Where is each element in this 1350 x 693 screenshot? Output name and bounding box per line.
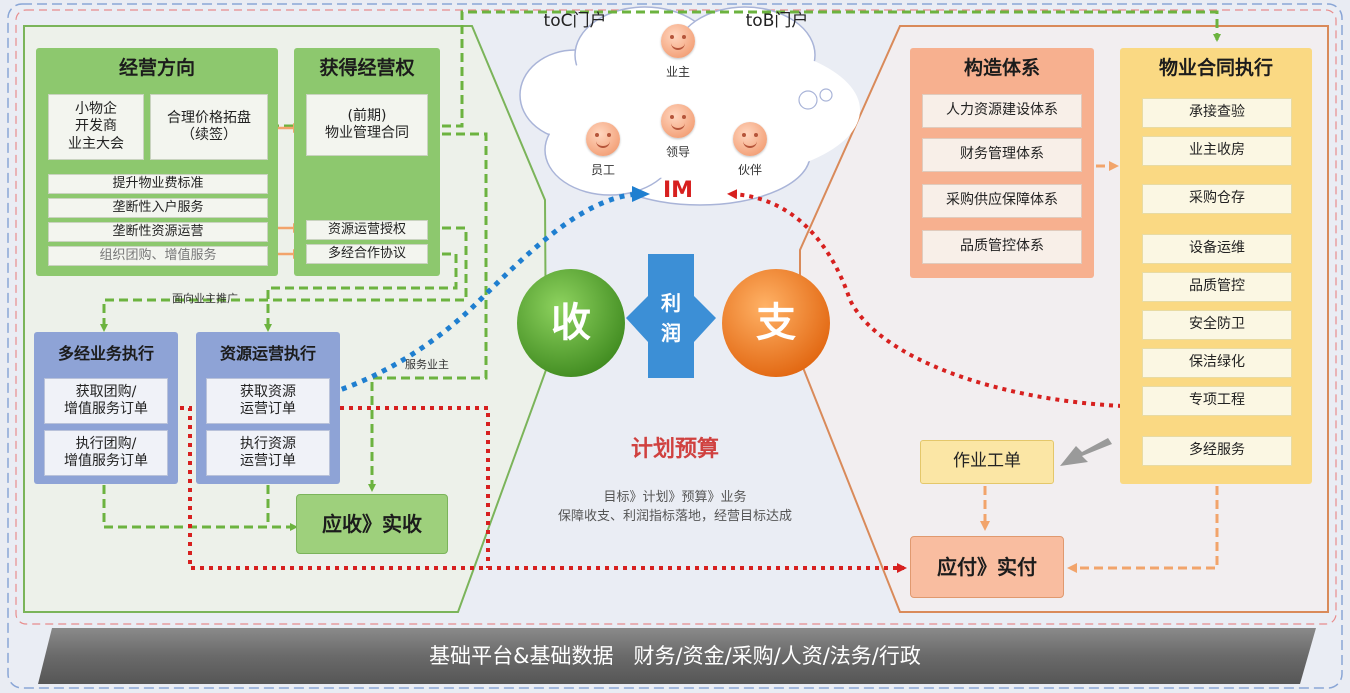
direction-item: 垄断性入户服务 <box>48 198 268 218</box>
platform-bar-label: 基础平台&基础数据 财务/资金/采购/人资/法务/行政 <box>429 643 921 668</box>
contract-exec-item: 多经服务 <box>1142 436 1292 466</box>
contract-exec-item: 承接查验 <box>1142 98 1292 128</box>
work-order-box: 作业工单 <box>920 440 1054 484</box>
system-title: 构造体系 <box>963 57 1040 80</box>
multi-title: 多经业务执行 <box>57 344 154 363</box>
toc-portal-label: toC门户 <box>543 11 607 32</box>
staff-label: 员工 <box>590 162 615 177</box>
payable-box: 应付》实付 <box>910 536 1064 598</box>
contract-exec-item: 业主收房 <box>1142 136 1292 166</box>
receivable-box: 应收》实收 <box>296 494 448 554</box>
expense-label: 支 <box>756 300 796 346</box>
leader-label: 领导 <box>665 144 690 159</box>
contract-box: (前期) 物业管理合同 <box>306 94 428 156</box>
resource-item: 执行资源 运营订单 <box>206 430 330 476</box>
resource-title: 资源运营执行 <box>219 344 316 363</box>
direction-item: 垄断性资源运营 <box>48 222 268 242</box>
direction-item: 组织团购、增值服务 <box>48 246 268 266</box>
contract-exec-title: 物业合同执行 <box>1158 57 1273 80</box>
rights-item: 资源运营授权 <box>306 220 428 240</box>
parties-box: 小物企 开发商 业主大会 <box>48 94 144 160</box>
serve-label: 服务业主 <box>405 358 449 372</box>
plan-title: 计划预算 <box>630 437 719 463</box>
contract-exec-item: 安全防卫 <box>1142 310 1292 340</box>
system-item: 采购供应保障体系 <box>922 184 1082 218</box>
rights-title: 获得经营权 <box>319 57 415 80</box>
promote-label: 面向业主推广 <box>172 292 238 306</box>
system-item: 品质管控体系 <box>922 230 1082 264</box>
income-label: 收 <box>551 300 591 346</box>
owner-face-icon <box>661 24 695 58</box>
contract-exec-item: 采购仓存 <box>1142 184 1292 214</box>
direction-title: 经营方向 <box>118 57 195 80</box>
im-label: IM <box>662 178 694 204</box>
system-item: 人力资源建设体系 <box>922 94 1082 128</box>
multi-item: 执行团购/ 增值服务订单 <box>44 430 168 476</box>
profit-label: 利 润 <box>661 291 681 345</box>
rights-item: 多经合作协议 <box>306 244 428 264</box>
pricing-box: 合理价格拓盘 （续签） <box>150 94 268 160</box>
staff-face-icon <box>586 122 620 156</box>
resource-item: 获取资源 运营订单 <box>206 378 330 424</box>
partner-face-icon <box>733 122 767 156</box>
contract-exec-item: 保洁绿化 <box>1142 348 1292 378</box>
plan-description: 目标》计划》预算》业务 保障收支、利润指标落地，经营目标达成 <box>557 489 792 525</box>
direction-item: 提升物业费标准 <box>48 174 268 194</box>
system-item: 财务管理体系 <box>922 138 1082 172</box>
contract-exec-item: 设备运维 <box>1142 234 1292 264</box>
multi-item: 获取团购/ 增值服务订单 <box>44 378 168 424</box>
leader-face-icon <box>661 104 695 138</box>
contract-exec-item: 品质管控 <box>1142 272 1292 302</box>
partner-label: 伙伴 <box>737 162 762 177</box>
contract-exec-item: 专项工程 <box>1142 386 1292 416</box>
owner-label: 业主 <box>665 64 690 79</box>
tob-portal-label: toB门户 <box>745 11 809 32</box>
